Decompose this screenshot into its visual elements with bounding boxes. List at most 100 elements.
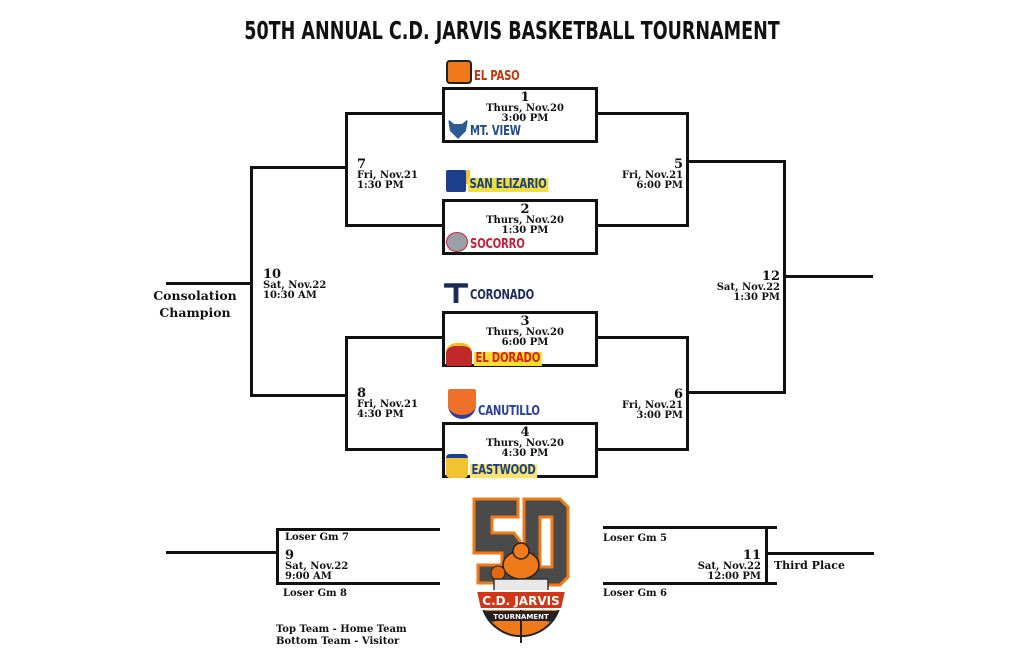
game-11-info: 11 Sat, Nov.22 12:00 PM — [680, 549, 761, 582]
game-date: Thurs, Nov.20 — [486, 327, 564, 338]
consolation-champion-label: Consolation Champion — [140, 287, 250, 321]
bracket-line — [765, 552, 874, 555]
game-8-info: 8 Fri, Nov.21 4:30 PM — [357, 387, 418, 420]
team-name: SAN ELIZARIO — [468, 177, 549, 192]
bracket-line — [276, 528, 279, 585]
game-number: 6 — [673, 387, 683, 402]
bracket-line — [345, 224, 442, 227]
game-time: 10:30 AM — [263, 290, 317, 301]
game-date: Sat, Nov.22 — [716, 282, 780, 293]
game-2-box — [442, 199, 598, 255]
legend-line-1: Top Team - Home Team — [276, 624, 407, 635]
game-number: 2 — [520, 202, 530, 217]
team-san-elizario[interactable]: SAN ELIZARIO — [446, 170, 571, 192]
bracket-line — [250, 166, 348, 169]
game-number: 12 — [761, 269, 780, 284]
game-time: 1:30 PM — [733, 292, 780, 303]
team-el-paso[interactable]: EL PASO — [446, 60, 532, 84]
wolf-icon — [448, 119, 468, 139]
bracket-line — [783, 275, 873, 278]
bracket-line — [276, 528, 440, 531]
game-number: 7 — [357, 157, 367, 172]
tiger-icon — [446, 60, 472, 84]
bracket-line — [686, 112, 689, 227]
svg-text:C.D. JARVIS: C.D. JARVIS — [482, 594, 559, 608]
game-date: Fri, Nov.21 — [357, 170, 418, 181]
game-number: 10 — [263, 267, 282, 282]
svg-text:TOURNAMENT: TOURNAMENT — [493, 613, 549, 621]
game-2-info: 2 Thurs, Nov.20 1:30 PM — [470, 203, 580, 236]
game-number: 1 — [520, 90, 530, 105]
legend: Top Team - Home Team Bottom Team - Visit… — [276, 624, 407, 648]
bracket-line — [603, 582, 777, 585]
game-time: 4:30 PM — [501, 448, 549, 459]
legend-line-2: Bottom Team - Visitor — [276, 636, 400, 647]
bracket-line — [686, 160, 785, 163]
team-name: EASTWOOD — [470, 463, 538, 478]
aztec-icon — [446, 343, 472, 366]
team-name: CORONADO — [470, 288, 534, 303]
game-4-info: 4 Thurs, Nov.20 4:30 PM — [470, 426, 580, 459]
bracket-line — [345, 112, 348, 227]
game-10-info: 10 Sat, Nov.22 10:30 AM — [263, 268, 326, 301]
game-1-info: 1 Thurs, Nov.20 3:00 PM — [470, 91, 580, 124]
game-number: 5 — [673, 157, 683, 172]
game-1-box — [442, 87, 598, 143]
game-12-info: 12 Sat, Nov.22 1:30 PM — [690, 270, 780, 303]
tournament-emblem-logo: C.D. JARVIS TOURNAMENT — [468, 493, 574, 653]
bracket-line — [345, 112, 442, 115]
team-name: EL PASO — [474, 69, 520, 84]
game-9-top-team: Loser Gm 7 — [285, 532, 350, 543]
team-name: MT. VIEW — [470, 124, 521, 139]
game-number: 4 — [520, 425, 530, 440]
canutillo-shield-icon — [448, 389, 476, 419]
page-title: 50TH ANNUAL C.D. JARVIS BASKETBALL TOURN… — [244, 16, 780, 45]
game-date: Fri, Nov.21 — [622, 400, 683, 411]
game-number: 11 — [742, 548, 761, 563]
team-el-dorado[interactable]: EL DORADO — [446, 343, 561, 366]
bracket-line — [598, 224, 688, 227]
team-eastwood[interactable]: EASTWOOD — [446, 454, 556, 478]
game-time: 3:00 PM — [636, 410, 683, 421]
team-coronado[interactable]: CORONADO — [444, 281, 552, 303]
bracket-line — [250, 166, 253, 397]
bracket-line — [686, 391, 785, 394]
game-date: Sat, Nov.22 — [697, 561, 761, 572]
game-number: 3 — [520, 314, 530, 329]
game-date: Fri, Nov.21 — [622, 170, 683, 181]
bracket-line — [166, 282, 252, 285]
team-canutillo[interactable]: CANUTILLO — [448, 389, 557, 419]
game-11-bottom-team: Loser Gm 6 — [603, 588, 668, 599]
bracket-line — [345, 336, 348, 451]
game-11-top-team: Loser Gm 5 — [603, 533, 668, 544]
game-9-info: 9 Sat, Nov.22 9:00 AM — [285, 549, 348, 582]
bracket-line — [603, 526, 777, 529]
bracket-line — [276, 582, 440, 585]
game-date: Sat, Nov.22 — [285, 561, 349, 572]
team-mt-view[interactable]: MT. VIEW — [448, 119, 535, 139]
game-6-info: 6 Fri, Nov.21 3:00 PM — [590, 388, 683, 421]
game-9-bottom-team: Loser Gm 8 — [283, 588, 348, 599]
label-line: Consolation — [153, 288, 237, 303]
bulldog-icon — [446, 232, 468, 252]
bracket-line — [598, 448, 688, 451]
game-date: Thurs, Nov.20 — [486, 103, 564, 114]
eagle-icon — [446, 170, 466, 192]
game-time: 3:00 PM — [501, 113, 549, 124]
game-date: Sat, Nov.22 — [263, 280, 327, 291]
team-name: EL DORADO — [474, 351, 542, 366]
team-socorro[interactable]: SOCORRO — [446, 232, 540, 252]
game-3-info: 3 Thurs, Nov.20 6:00 PM — [470, 315, 580, 348]
game-5-info: 5 Fri, Nov.21 6:00 PM — [590, 158, 683, 191]
bracket-line — [765, 526, 768, 585]
game-time: 4:30 PM — [357, 409, 404, 420]
game-date: Thurs, Nov.20 — [486, 438, 564, 449]
bracket-line — [345, 336, 442, 339]
bracket-line — [598, 112, 688, 115]
label-line: Champion — [159, 305, 231, 320]
game-number: 8 — [357, 386, 367, 401]
game-time: 6:00 PM — [501, 337, 549, 348]
third-place-label: Third Place — [774, 559, 845, 572]
game-time: 1:30 PM — [501, 225, 549, 236]
game-7-info: 7 Fri, Nov.21 1:30 PM — [357, 158, 418, 191]
